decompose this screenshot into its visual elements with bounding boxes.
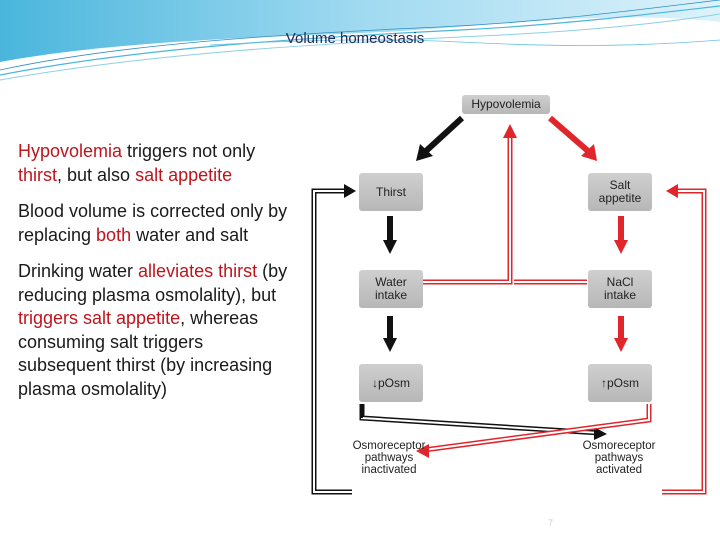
node-nacl-intake-label-line1: NaCl [606, 275, 634, 289]
node-osmoreceptor-activated: Osmoreceptor pathways activated [574, 440, 664, 476]
node-salt-appetite-label-line1: Salt [609, 178, 631, 192]
osmo-activated-line1: Osmoreceptor [582, 440, 656, 452]
node-posm-up-label: ↑pOsm [600, 375, 639, 390]
arrow-hypovolemia-to-salt-appetite [548, 115, 597, 161]
arrow-salt-appetite-to-nacl-intake [614, 216, 628, 254]
arrow-water-intake-to-hypovolemia [422, 124, 517, 285]
arrow-posm-up-to-osmo-inactivated [416, 404, 652, 458]
diagram-connectors [311, 115, 707, 495]
bullet-text: salt appetite [135, 164, 233, 185]
bullet-text: , whereas consuming salt triggers subseq… [18, 308, 273, 399]
bullet-text: , but also [57, 164, 136, 185]
volume-homeostasis-diagram: Hypovolemia Thirst Salt appetite Water i… [304, 88, 714, 533]
node-posm-down-label: ↓pOsm [371, 375, 410, 390]
node-nacl-intake: NaCl intake [588, 270, 652, 308]
node-salt-appetite-label-line2: appetite [598, 191, 642, 205]
bullet-item: Hypovolemia triggers not only thirst, bu… [18, 140, 293, 187]
osmo-inactivated-line1: Osmoreceptor [352, 440, 426, 452]
bullet-text: both [96, 224, 132, 245]
bullet-text: (by reducing plasma osmolality), but [18, 261, 288, 305]
node-posm-down: ↓pOsm [359, 364, 423, 402]
bullet-item: Blood volume is corrected only by replac… [18, 200, 293, 247]
header-swoosh-decoration [0, 0, 720, 81]
bullet-text: Drinking water [18, 261, 139, 281]
osmo-activated-line2: pathways [594, 452, 644, 464]
node-water-intake-label-line2: intake [374, 288, 408, 302]
node-thirst: Thirst [359, 173, 423, 211]
node-water-intake: Water intake [359, 270, 423, 308]
arrow-hypovolemia-to-thirst [416, 115, 465, 161]
arrow-osmo-inactivated-to-thirst [311, 184, 356, 495]
node-osmoreceptor-inactivated: Osmoreceptor pathways inactivated [344, 440, 434, 476]
node-posm-up: ↑pOsm [588, 364, 652, 402]
bullet-text: Hypovolemia [18, 141, 123, 161]
arrow-nacl-intake-to-posm-up [614, 316, 628, 352]
bullet-text: triggers not only [122, 141, 256, 161]
arrow-thirst-to-water-intake [383, 216, 397, 254]
node-water-intake-label-line1: Water [375, 275, 407, 289]
arrow-osmo-activated-to-salt-appetite [662, 184, 707, 495]
slide-title: Volume homeostasis [285, 30, 425, 47]
bullet-text: triggers salt appetite [18, 308, 181, 328]
bullet-list: Hypovolemia triggers not only thirst, bu… [18, 140, 293, 414]
bullet-text: thirst [18, 164, 58, 185]
osmo-inactivated-line2: pathways [364, 452, 414, 464]
node-thirst-label: Thirst [376, 184, 406, 199]
bullet-text: Blood volume is corrected only by replac… [18, 201, 288, 245]
arrow-water-intake-to-posm-down [383, 316, 397, 352]
arrow-posm-down-to-osmo-activated [359, 404, 607, 440]
node-nacl-intake-label-line2: intake [603, 288, 637, 302]
bullet-item: Drinking water alleviates thirst (by red… [18, 260, 293, 401]
node-hypovolemia-label: Hypovolemia [471, 97, 541, 111]
node-hypovolemia: Hypovolemia [462, 95, 550, 114]
page-number: 7 [548, 518, 554, 528]
bullet-text: water and salt [131, 224, 249, 245]
osmo-inactivated-line3: inactivated [361, 464, 417, 476]
bullet-text: alleviates thirst [138, 261, 258, 281]
node-salt-appetite: Salt appetite [588, 173, 652, 211]
osmo-activated-line3: activated [595, 464, 643, 476]
